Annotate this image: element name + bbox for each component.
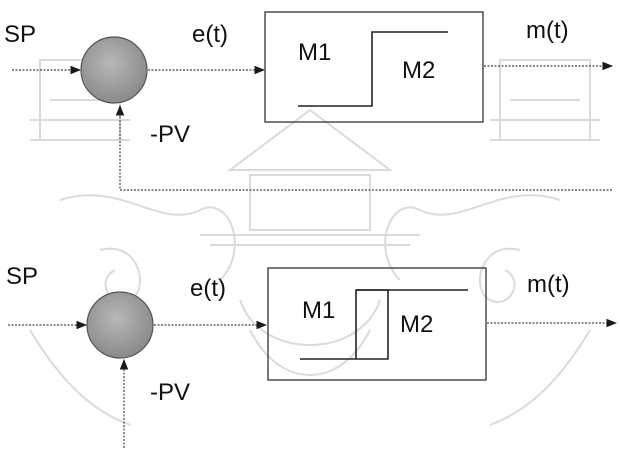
mode-1-label: M1 xyxy=(302,297,335,324)
controller-block xyxy=(268,268,486,380)
error-label: e(t) xyxy=(192,21,228,48)
mode-2-label: M2 xyxy=(400,311,433,338)
summing-junction xyxy=(81,37,147,103)
mode-1-label: M1 xyxy=(298,39,331,66)
feedback-label: -PV xyxy=(150,121,190,148)
feedback-loop-wire xyxy=(120,106,612,190)
setpoint-label: SP xyxy=(6,263,38,290)
controller-block xyxy=(265,12,483,122)
summing-junction xyxy=(87,292,153,358)
watermark-seal xyxy=(30,60,600,425)
bottom-diagram: SP e(t) M1 M2 m(t) -PV xyxy=(6,263,616,448)
feedback-label: -PV xyxy=(150,379,190,406)
setpoint-label: SP xyxy=(4,21,36,48)
error-label: e(t) xyxy=(190,275,226,302)
mode-2-label: M2 xyxy=(402,57,435,84)
output-label: m(t) xyxy=(527,271,570,298)
output-label: m(t) xyxy=(526,17,569,44)
